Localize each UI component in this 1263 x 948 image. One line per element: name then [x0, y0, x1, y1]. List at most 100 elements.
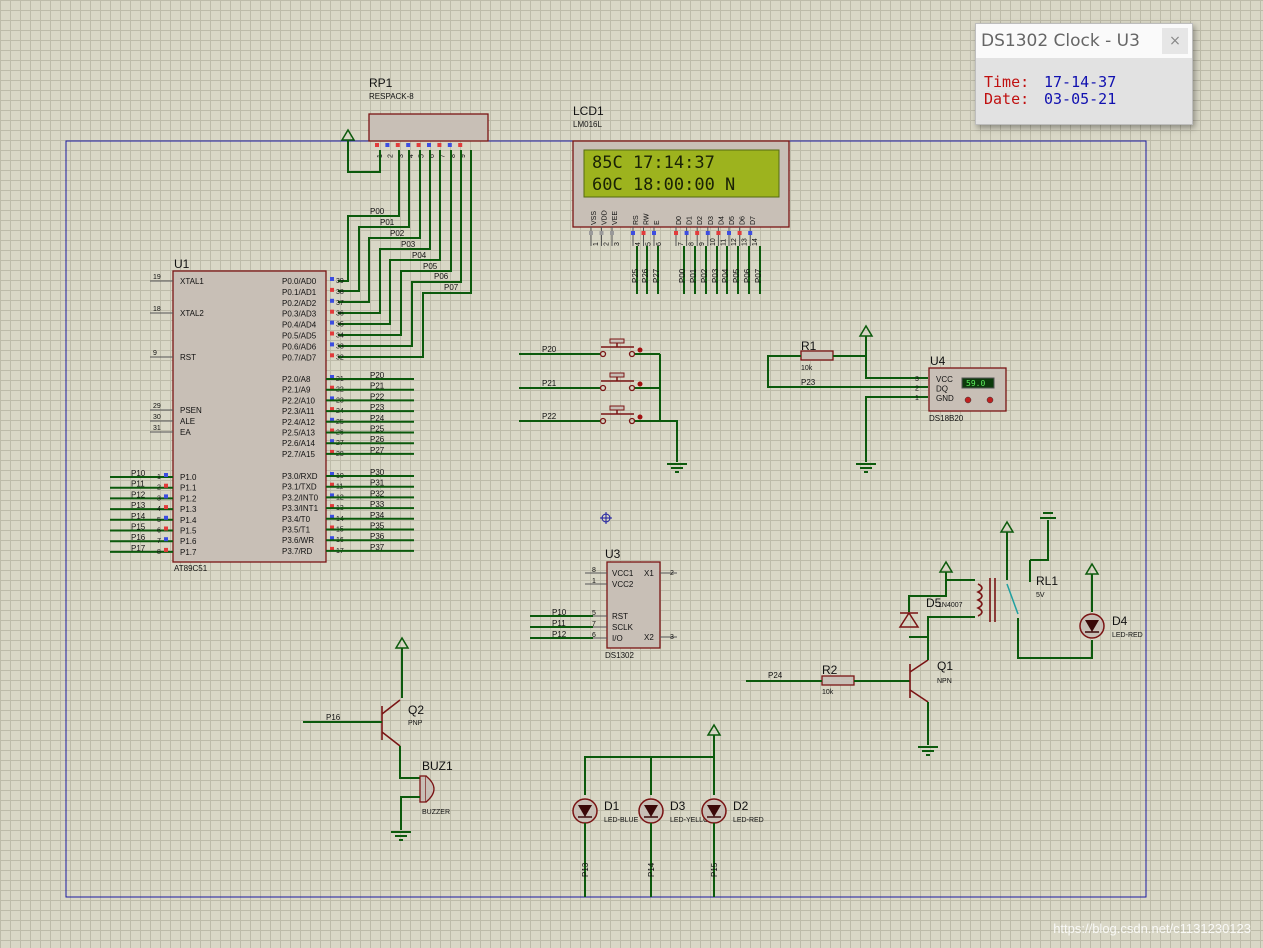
u1-port-net: P20 — [370, 371, 385, 380]
u1-pin-name: ALE — [180, 417, 195, 426]
p0-net-label: P05 — [423, 262, 438, 271]
lcd-pin-name: VDD — [602, 210, 609, 225]
u1-pin-name: P2.3/A11 — [282, 407, 315, 416]
p0-net-label: P03 — [401, 240, 416, 249]
lcd-screen — [583, 149, 780, 198]
u1-pin-number: 29 — [153, 403, 161, 410]
ds1302-clock-window[interactable]: DS1302 Clock - U3 × Time:17-14-37 Date:0… — [975, 23, 1193, 125]
u1-pin-name: P3.0/RXD — [282, 472, 318, 481]
u3-pin-name: X2 — [644, 633, 654, 642]
u4-pin-name: GND — [936, 394, 954, 403]
u1-pin-number: 1 — [157, 474, 161, 481]
lcd-pin-number: 7 — [678, 242, 685, 246]
lcd-pin-number: 5 — [646, 242, 653, 246]
lcd-pin-marker — [610, 231, 614, 235]
u4-display: 59.0 — [966, 379, 985, 388]
rl1-relay[interactable]: RL1 5V — [976, 512, 1093, 659]
p0-net-label: P00 — [370, 207, 385, 216]
u3-net-label: P10 — [552, 608, 567, 617]
rp1-pin-marker — [395, 143, 400, 147]
u3-pin-name: SCLK — [612, 623, 634, 632]
u1-pin-name: P3.5/T1 — [282, 526, 311, 535]
q2-ref: Q2 — [408, 703, 424, 717]
u1-pin-marker — [330, 342, 334, 347]
lcd1[interactable]: LCD1 LM016L 85C 17:14:37 60C 18:00:00 N … — [572, 104, 790, 294]
u1-pin-marker — [330, 536, 334, 541]
u1-port-net: P24 — [370, 414, 385, 423]
u1-pin-name: P0.7/AD7 — [282, 353, 317, 362]
r1-resistor[interactable]: R1 10k P23 — [767, 324, 928, 473]
lcd-part: LM016L — [573, 120, 602, 129]
d5-diode[interactable]: D5 1N4007 — [898, 560, 975, 628]
u1-part: AT89C51 — [174, 564, 208, 573]
switch-cap — [609, 338, 625, 344]
time-label: Time: — [984, 73, 1030, 91]
u1-pin-name: P3.4/T0 — [282, 515, 311, 524]
u1-pin-number: 18 — [153, 306, 161, 313]
buz1-buzzer[interactable]: BUZ1 BUZZER — [391, 759, 453, 841]
lcd-net-label: P25 — [631, 268, 640, 283]
lcd-pin-number: 8 — [689, 242, 696, 246]
r2-net: P24 — [768, 671, 783, 680]
window-title: DS1302 Clock - U3 — [981, 31, 1140, 51]
u1-pin-name: P3.6/WR — [282, 536, 314, 545]
lcd-pin-number: 9 — [699, 242, 706, 246]
u3-net-label: P12 — [552, 630, 567, 639]
u4-part: DS18B20 — [929, 414, 964, 423]
lcd-pin-number: 3 — [614, 242, 621, 246]
u1-pin-name: XTAL2 — [180, 309, 204, 318]
rp1-pin-number: 2 — [387, 154, 394, 158]
u1-pin-marker — [330, 277, 334, 281]
switch-contact — [599, 350, 607, 358]
lcd-pin-marker — [716, 231, 721, 235]
q1-type: NPN — [937, 678, 952, 685]
u1-pin-number: 7 — [157, 538, 161, 545]
lcd-net-label: P05 — [732, 268, 741, 283]
q2-pnp[interactable]: P16 Q2 PNP — [303, 636, 424, 779]
rp1-part: RESPACK-8 — [369, 92, 414, 101]
u1-pin-name: PSEN — [180, 406, 202, 415]
close-button[interactable]: × — [1162, 28, 1188, 54]
u1-pin-marker — [330, 353, 334, 358]
u1-pin-name: P1.2 — [180, 494, 197, 503]
rp1-pin-marker — [385, 143, 390, 147]
rp1-body — [368, 113, 489, 142]
switch-contact — [599, 384, 607, 392]
lcd-net-label: P01 — [689, 268, 698, 283]
switch-net: P20 — [542, 345, 557, 354]
window-titlebar[interactable]: DS1302 Clock - U3 × — [976, 24, 1192, 58]
u1-pin-marker — [330, 320, 334, 325]
u1-port-net: P22 — [370, 392, 385, 401]
r1-value: 10k — [801, 365, 813, 372]
lcd-pin-marker — [589, 231, 593, 235]
u3-pin-number: 6 — [592, 632, 596, 639]
lcd-pin-marker — [748, 231, 753, 235]
lcd-pin-name: E — [654, 220, 661, 225]
u4-pin-number: 3 — [915, 376, 919, 383]
r1-ref: R1 — [801, 339, 817, 353]
u1-pin-name: P1.1 — [180, 484, 197, 493]
q1-npn[interactable]: Q1 NPN — [909, 616, 975, 756]
lcd-line2: 60C 18:00:00 N — [592, 175, 735, 195]
r2-resistor[interactable]: R2 10k P24 — [746, 663, 910, 696]
lcd-net-label: P03 — [711, 268, 720, 283]
u1-pin-marker — [330, 375, 334, 379]
lcd-pin-name: D1 — [687, 216, 694, 225]
lcd-pin-marker — [737, 231, 742, 235]
rp1-pin-marker — [406, 143, 411, 147]
u3-pin-name: VCC2 — [612, 580, 634, 589]
d4-led[interactable]: D4 LED-RED — [1079, 562, 1143, 639]
rp1-pin-marker — [427, 143, 431, 147]
led-symbol — [707, 805, 721, 817]
u1-p1-net: P14 — [131, 512, 146, 521]
u1-pin-number: 5 — [157, 517, 161, 524]
u1-pin-number: 3 — [157, 495, 161, 502]
u1-pin-name: P0.1/AD1 — [282, 288, 317, 297]
